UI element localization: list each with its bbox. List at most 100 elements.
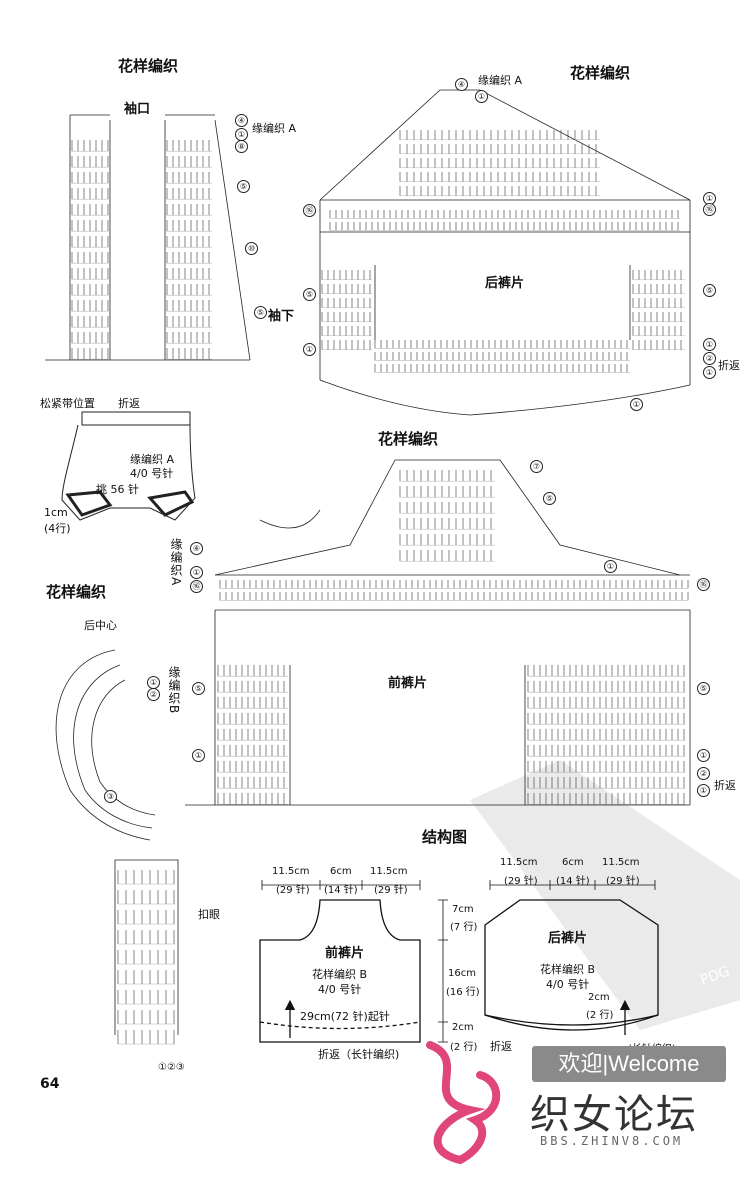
back-row-1-right-c: ① [703,366,716,379]
front-w2-sts: (14 针) [324,885,358,896]
structure-back-fold: 折返 [490,1040,512,1053]
structure-front-cast-on: 29cm(72 针)起针 [300,1010,390,1023]
structure-back-name: 后裤片 [548,931,588,946]
welcome-badge: 欢迎|Welcome [532,1046,726,1082]
back-w2-sts: (14 针) [556,876,590,887]
structure-front-name: 前裤片 [325,946,365,961]
height-7cm: 7cm [452,904,474,915]
back-w3-sts: (29 针) [606,876,640,887]
front-row-1-left-b: ① [192,749,205,762]
sleeve-row-8-mark: ⑧ [235,140,248,153]
edge-b-bottom-rows: ①②③ [158,1062,185,1073]
back-w1-sts: (29 针) [504,876,538,887]
sketch-pick-label: 挑 56 针 [96,483,139,496]
structure-front-needle: 4/0 号针 [318,983,362,996]
front-row-7-mark: ⑦ [530,460,543,473]
back-row-2-right: ② [703,352,716,365]
back-row-16-right: ⑯ [703,203,716,216]
front-row-1-right-b: ① [697,784,710,797]
structure-front-fold: 折返（长针编织) [318,1048,400,1061]
height-16cm: 16cm [448,968,476,979]
sleeve-pattern-title: 花样编织 [118,57,179,75]
back-w1-cm: 11.5cm [500,857,538,868]
elastic-position-label: 松紧带位置 [40,397,95,410]
front-row-1-left: ① [190,566,203,579]
front-w1-cm: 11.5cm [272,866,310,877]
edge-b-label: 缘编织B [167,666,181,715]
pants-sketch [61,411,196,521]
forum-url: BBS.ZHINV8.COM [540,1134,684,1148]
front-row-5-right: ⑤ [697,682,710,695]
back-stitch-rows [321,130,685,373]
dimension-lines [261,880,656,1043]
structure-back-pattern: 花样编织 B [540,963,596,976]
back-row-1-mark: ① [475,90,488,103]
sleeve-row-5b-mark: ⑤ [254,306,267,319]
sleeve-row-4-mark: ④ [235,114,248,127]
forum-logo [426,1041,501,1165]
sketch-needle-label: 4/0 号针 [130,467,174,480]
sleeve-row-5-mark: ⑤ [237,180,250,193]
front-chart [185,459,691,806]
structure-back-shape [484,899,659,1035]
edge-pattern-title: 花样编织 [46,583,107,601]
front-row-2-right: ② [697,767,710,780]
sketch-edge-a-label: 缘编织 A [130,453,175,466]
back-center-label: 后中心 [84,619,117,632]
front-row-4-left: ④ [190,542,203,555]
front-fold-label: 折返 [714,779,736,792]
page-number: 64 [40,1076,60,1092]
sleeve-underarm-label: 袖下 [268,309,295,324]
sketch-fold-label: 折返 [118,397,140,410]
back-row-4-mark: ④ [455,78,468,91]
structure-back-2rows: (2 行) [586,1010,614,1021]
back-row-1-left: ① [303,343,316,356]
front-pattern-title: 花样编织 [378,430,439,448]
sleeve-cuff-label: 袖口 [124,102,151,117]
height-2rows: (2 行) [450,1042,478,1053]
back-row-5-left: ⑤ [303,288,316,301]
front-w3-cm: 11.5cm [370,866,408,877]
front-row-16-left: ⑯ [190,580,203,593]
forum-name: 织女论坛 [530,1092,698,1138]
back-fold-label: 折返 [718,359,740,372]
buttonhole-label: 扣眼 [198,908,220,921]
front-edge-a-label: 缘编织A [169,538,183,587]
back-chart [319,89,691,416]
back-w3-cm: 11.5cm [602,857,640,868]
height-2cm: 2cm [452,1022,474,1033]
edge-b-row-3: ③ [104,790,117,803]
back-row-1-right-b: ① [703,338,716,351]
sketch-rows-label: (4行) [44,522,71,535]
front-row-1-right: ① [697,749,710,762]
back-row-1-bottom: ① [630,398,643,411]
structure-back-needle: 4/0 号针 [546,978,590,991]
structure-title: 结构图 [422,828,468,846]
edge-b-row-2: ② [147,688,160,701]
structure-front-shape [259,899,421,1043]
back-piece-label: 后裤片 [485,276,525,291]
sleeve-chart [45,114,251,361]
front-w1-sts: (29 针) [276,885,310,896]
front-row-1-top: ① [604,560,617,573]
front-row-16-right: ⑯ [697,578,710,591]
back-row-16-left: ⑯ [303,204,316,217]
front-row-5-left: ⑤ [192,682,205,695]
sleeve-row-10-mark: ⑩ [245,242,258,255]
sleeve-edge-a-label: 缘编织 A [252,122,297,135]
sleeve-stitch-rows [71,140,212,360]
structure-back-2cm: 2cm [588,992,610,1003]
sketch-cm-label: 1cm [44,506,68,519]
watermark-seal [470,760,740,1030]
front-w3-sts: (29 针) [374,885,408,896]
height-7rows: (7 行) [450,922,478,933]
edge-b-chart [55,649,179,1035]
front-piece-label: 前裤片 [388,676,428,691]
front-w2-cm: 6cm [330,866,352,877]
edge-b-stitch-rows [117,870,175,1045]
front-stitch-rows [217,470,689,805]
back-row-5-right: ⑤ [703,284,716,297]
structure-front-pattern: 花样编织 B [312,968,368,981]
back-pattern-title: 花样编织 [570,64,631,82]
